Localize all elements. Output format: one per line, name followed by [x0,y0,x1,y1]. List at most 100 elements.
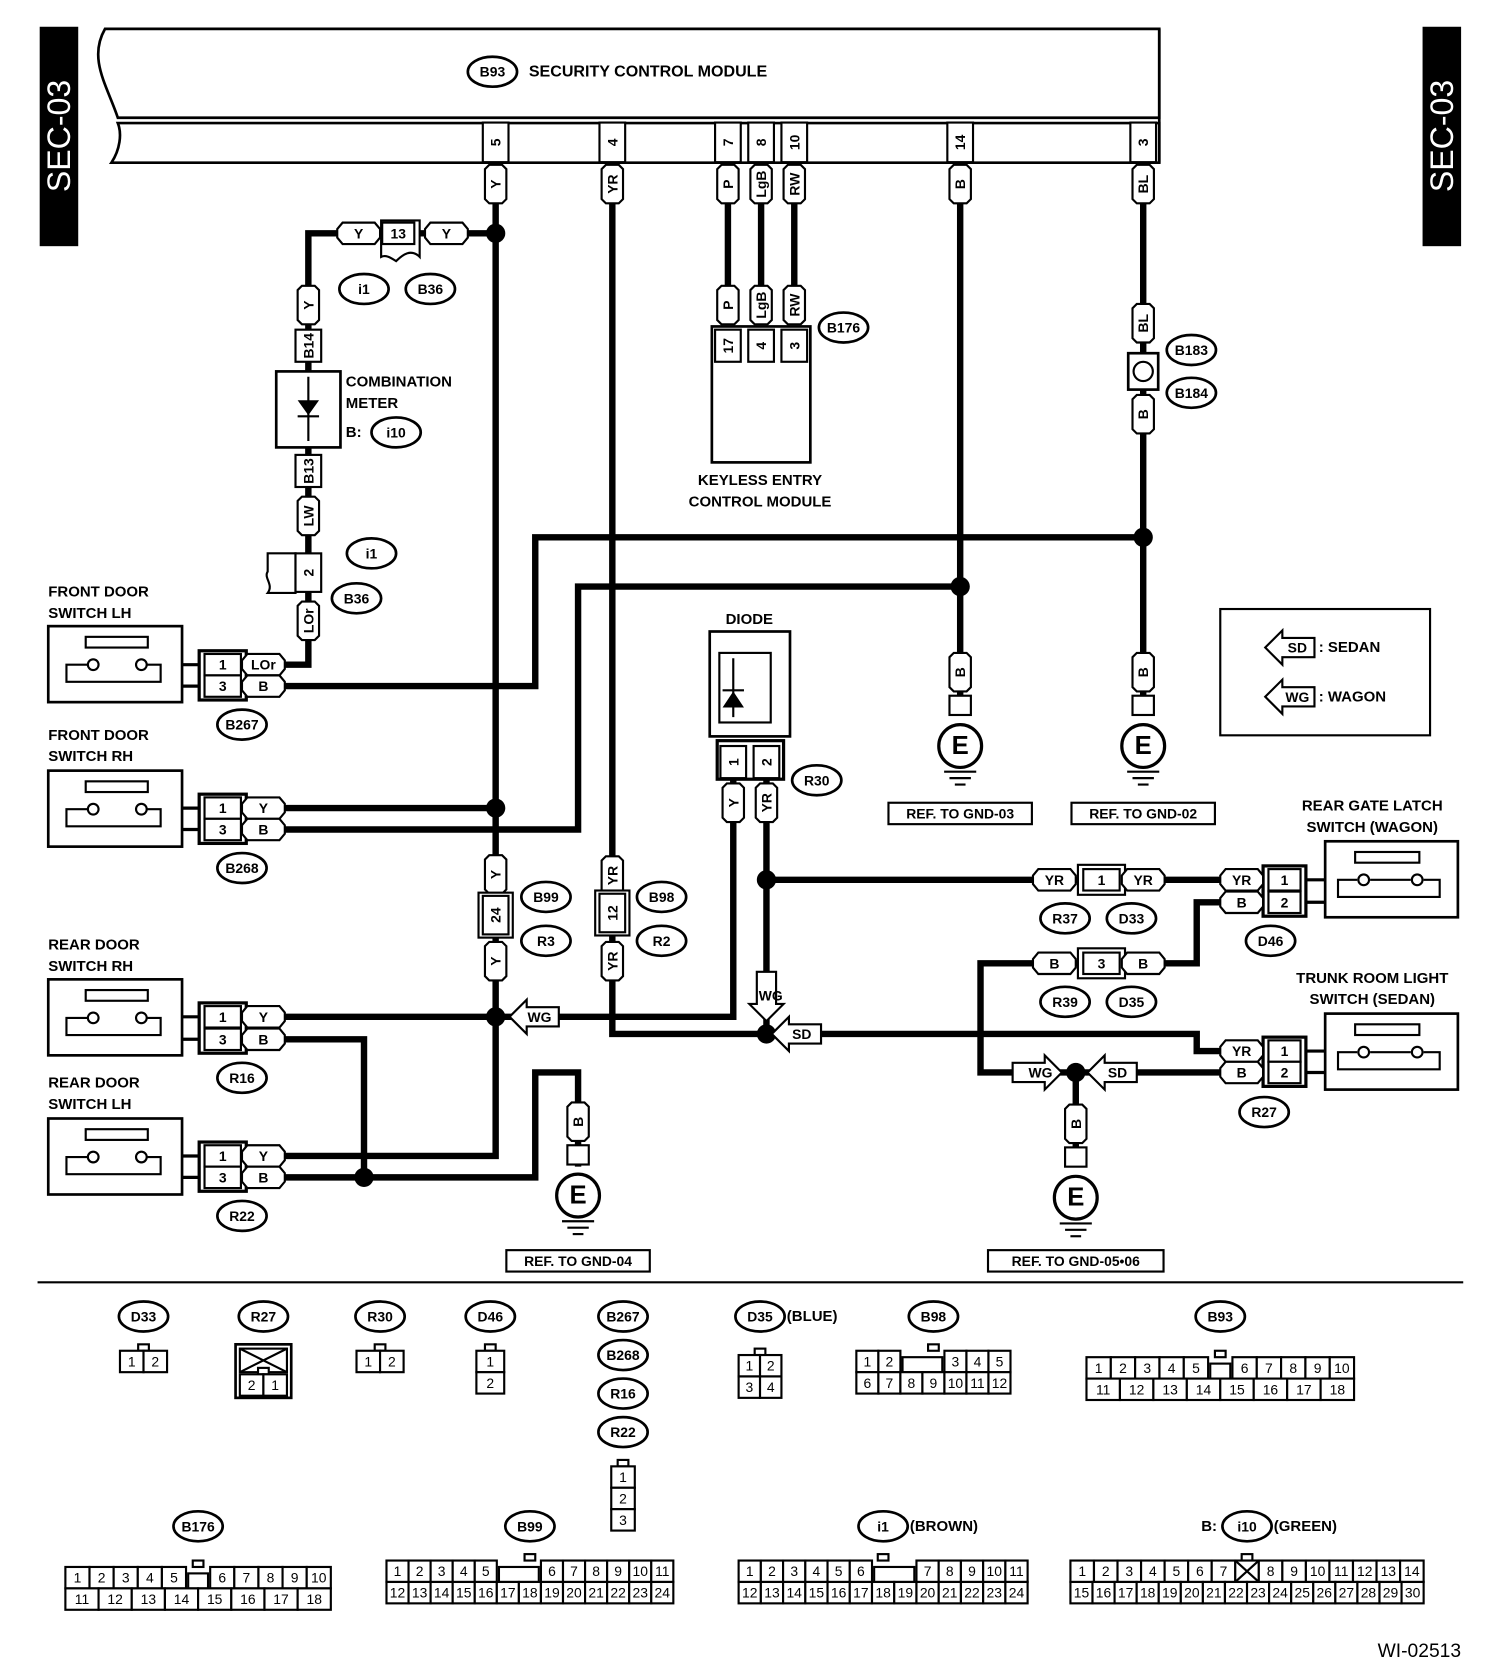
connector-pin-number: 6 [863,1375,871,1391]
connector-id-oval: i1 [338,272,390,306]
connector-key [187,1572,210,1590]
connector-pin-number: 10 [311,1570,327,1586]
connector-pin-number: 1 [1078,1563,1086,1579]
ground-icon [1052,1174,1099,1221]
connector-id: R39 [1052,994,1078,1010]
connector-id-oval: B36 [404,272,457,306]
component-name: METER [346,395,399,412]
pin-cell: 1 [203,652,242,677]
connector-pin-number: 1 [863,1353,871,1369]
connector-pin-number: 11 [1009,1563,1024,1579]
wire-color-label: B [952,179,968,189]
ground-point: E [555,1144,602,1236]
connector-id-oval: B267 [597,1300,649,1333]
connector-pin-number: 12 [742,1585,758,1601]
connector-color: (GREEN) [1274,1518,1337,1535]
connector-pin-number: 16 [1096,1585,1112,1601]
connector-pin-number: 1 [364,1353,372,1369]
connector-pin-number: 5 [1192,1360,1200,1376]
pin-number: 24 [488,907,504,923]
connector-cell [987,1371,1012,1395]
pin-cell: 14 [946,121,975,164]
wire-color-label: Y [259,1148,269,1164]
connector-cell [475,1371,506,1395]
component-name: TRUNK ROOM LIGHT [1296,970,1448,987]
switch-contact-icon [134,1150,148,1164]
connector-pin-number: 2 [619,1490,627,1506]
wire-color-tag: Y [240,796,286,820]
wire-color-label: LOr [251,657,276,673]
switch-contact-icon [134,658,148,672]
connector-pin-number: 9 [291,1570,299,1586]
pin-number: 10 [786,134,802,150]
legend-code: WG [1285,689,1309,705]
connector-pin-number: 12 [107,1591,123,1607]
connector-view: 123 [610,1458,636,1532]
connector-id-oval: D35 [1105,985,1158,1019]
component-name: DIODE [726,611,773,628]
connector-id-oval: B99 [520,880,572,914]
connector-id: D46 [1258,933,1284,949]
junction-dot [486,1007,506,1027]
wire-color-tag: Y [483,940,508,982]
wire-color-label: Y [725,797,741,807]
legend-code: SD [1288,640,1307,656]
junction-dot [1066,1062,1086,1083]
security-control-module [96,27,1161,165]
wire-color-tag: LW [296,495,321,537]
connector-pin-number: 10 [632,1563,648,1579]
wire-color-label: Y [488,956,504,966]
pin-cell: 12 [598,892,627,934]
wire-color-tag: B [1064,1103,1088,1145]
connector-pin-number: 28 [1361,1585,1377,1601]
pin-cell: 24 [481,894,510,936]
pin-cell: 1 [1267,868,1302,892]
pin-cell: 1 [203,796,242,820]
ground-reference-label: REF. TO GND-03 [906,805,1014,821]
connector-id: R27 [1251,1104,1277,1120]
wire-color-label: YR [604,174,620,193]
connector-pin-number: 6 [548,1563,556,1579]
ground-symbol: E [1135,732,1152,760]
wire-color-label: LgB [753,171,769,198]
connector-pin-number: 12 [390,1585,406,1601]
connector-pin-number: 2 [768,1563,776,1579]
connector-pin-number: 20 [920,1585,936,1601]
switch-contact-icon [1410,873,1424,887]
wire-color-tag: B [240,1165,286,1190]
page-tab-right: SEC-03 [1422,26,1462,247]
connector-pin-number: 20 [1184,1585,1200,1601]
ground-point: E [937,694,984,786]
connector-color: (BROWN) [910,1518,978,1535]
connector-pin-number: 3 [1143,1360,1151,1376]
wire-yr [609,203,767,1038]
connector-id: R27 [251,1309,277,1325]
connector-pin-number: 10 [987,1563,1003,1579]
connector-latch [1213,1349,1227,1359]
pin-number: 1 [1281,1043,1289,1059]
connector-id-oval: R2 [635,924,688,958]
switch-contact-icon [86,802,100,816]
connector-id: R16 [610,1386,636,1402]
wire-color-label: YR [1232,872,1251,888]
connector-id: R37 [1052,910,1078,926]
wire-color-label: B [570,1117,586,1127]
wire-color-tag: RW [782,284,807,326]
wire-color-tag: YR [600,163,625,205]
connector-pin-number: 2 [151,1353,159,1369]
connector-pin-number: 2 [767,1358,775,1374]
pin-number: 1 [219,1009,227,1025]
connector-latch [876,1553,890,1562]
arrow-icon [508,997,560,1037]
connector-pin-number: 16 [831,1585,847,1601]
blocked-cell-icon [1234,1559,1260,1583]
wire-rear-lh-b [280,1069,582,1181]
wire-color-tag: B [1131,651,1155,693]
ground-reference: REF. TO GND-02 [1070,801,1216,826]
connector-pin-number: 3 [745,1379,753,1395]
wire-color-tag: B [240,1027,286,1052]
